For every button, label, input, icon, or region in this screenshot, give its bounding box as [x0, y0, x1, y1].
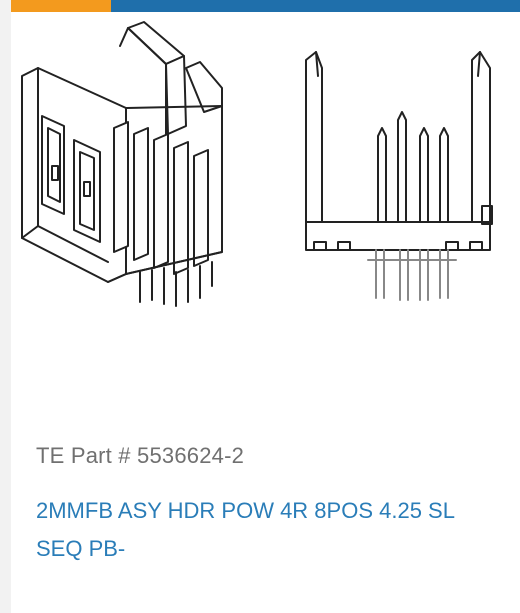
connector-iso-view-icon [21, 21, 223, 307]
accent-bar-blue [111, 0, 520, 12]
product-image[interactable] [16, 16, 500, 316]
part-number-label: TE Part # 5536624-2 [36, 443, 245, 468]
connector-front-view-icon [305, 51, 493, 301]
card-left-border [0, 0, 11, 613]
accent-bar-orange [11, 0, 111, 12]
card-top-accent-bar [11, 0, 520, 12]
part-description-link[interactable]: 2MMFB ASY HDR POW 4R 8POS 4.25 SL SEQ PB… [36, 498, 455, 561]
